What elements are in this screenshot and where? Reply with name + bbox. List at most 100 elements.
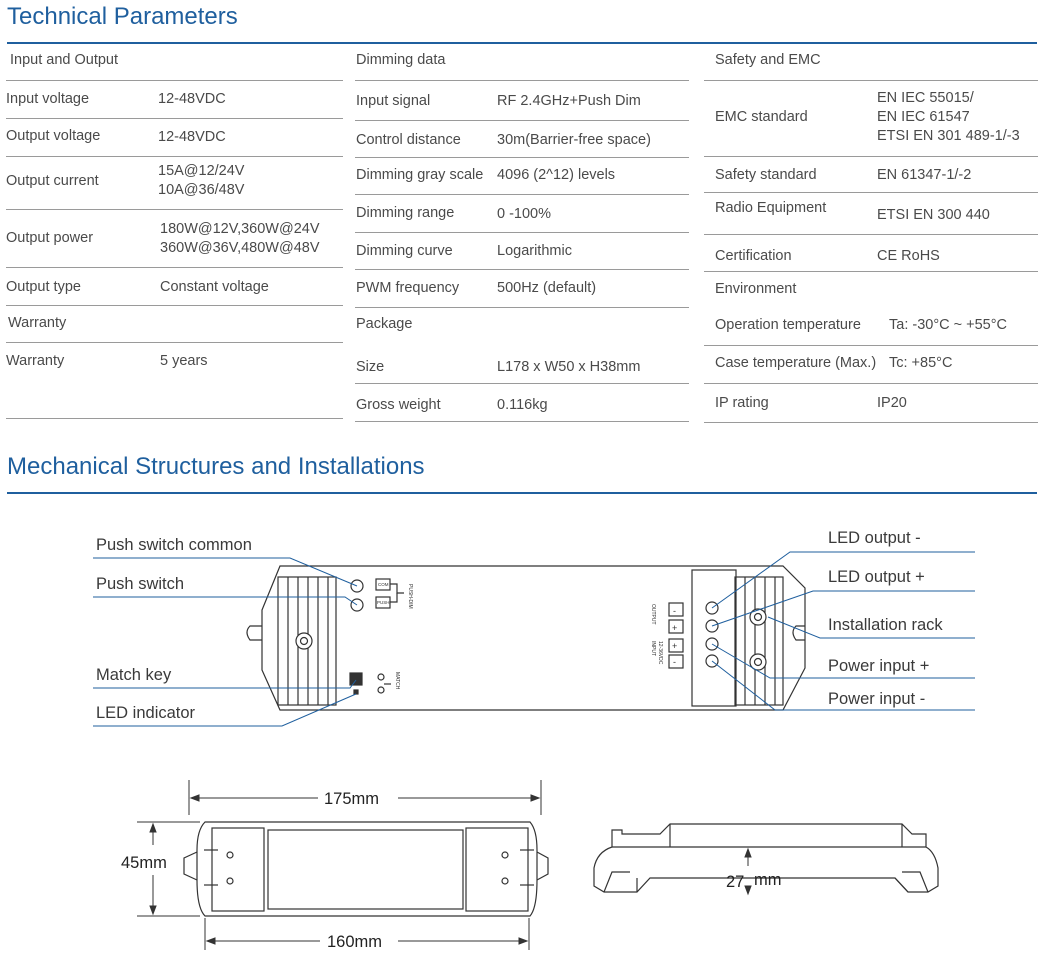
- push-switch-label: Push switch: [96, 575, 184, 593]
- param-value: 12-48VDC: [158, 91, 226, 107]
- param-label: Gross weight: [356, 397, 441, 413]
- param-row: Radio Equipment ETSI EN 300 440: [704, 193, 1038, 235]
- param-label: Output type: [6, 279, 81, 295]
- param-row: EMC standard EN IEC 55015/ EN IEC 61547 …: [704, 81, 1038, 157]
- param-value: 360W@36V,480W@48V: [160, 240, 320, 256]
- param-row: Output voltage 12-48VDC: [6, 119, 343, 157]
- led-output-neg-label: LED output -: [828, 529, 921, 547]
- param-value: EN IEC 55015/: [877, 90, 974, 106]
- heading-rule: [7, 492, 1037, 494]
- depth-dimension-number: 27: [726, 873, 744, 891]
- terminal-plus-silk: +: [672, 623, 677, 633]
- param-row: Output power 180W@12V,360W@24V 360W@36V,…: [6, 210, 343, 268]
- input-output-column: Input and Output Input voltage 12-48VDC …: [6, 44, 343, 419]
- param-label: Size: [356, 359, 385, 375]
- param-label: Control distance: [356, 132, 461, 148]
- input-output-title: Input and Output: [10, 52, 119, 68]
- param-row: Input voltage 12-48VDC: [6, 81, 343, 119]
- led-output-pos-label: LED output +: [828, 568, 925, 586]
- leader-lines: [93, 551, 975, 727]
- param-label: PWM frequency: [356, 280, 460, 296]
- input-range-silk: 12-36VDC: [657, 641, 663, 665]
- section-title-row: Dimming data: [355, 44, 689, 81]
- param-label: Safety standard: [715, 167, 817, 183]
- heading-rule: [7, 42, 1037, 44]
- push-switch-common-label: Push switch common: [96, 536, 252, 554]
- param-label: Output current: [6, 173, 99, 189]
- package-title: Package: [356, 316, 413, 332]
- param-label: Dimming curve: [356, 243, 453, 259]
- inner-dimension: 160mm: [327, 933, 382, 951]
- param-row: Safety standard EN 61347-1/-2: [704, 157, 1038, 193]
- section-title-row: Package: [355, 308, 689, 345]
- param-value: Tc: +85°C: [889, 355, 953, 371]
- input-silk: INPUT: [650, 641, 656, 656]
- push-dim-silk: PUSH-DIM: [407, 584, 413, 609]
- technical-parameters-heading: Technical Parameters: [7, 3, 238, 30]
- param-label: Operation temperature: [715, 317, 861, 333]
- param-value: 30m(Barrier-free space): [497, 132, 651, 148]
- param-value: 12-48VDC: [158, 129, 226, 145]
- section-title-row: Warranty: [6, 306, 343, 343]
- power-input-neg-label: Power input -: [828, 690, 925, 708]
- section-title-row: Input and Output: [6, 44, 343, 81]
- depth-dimension-lines: [744, 847, 752, 896]
- push-silk: PUSH: [377, 600, 390, 605]
- param-value: EN IEC 61547: [877, 109, 970, 125]
- param-label: Output power: [6, 230, 94, 246]
- safety-title: Safety and EMC: [715, 52, 821, 68]
- param-value: IP20: [877, 395, 907, 411]
- param-value: 4096 (2^12) levels: [497, 167, 616, 183]
- param-row: IP rating IP20: [704, 384, 1038, 423]
- param-value: 180W@12V,360W@24V: [160, 221, 320, 237]
- height-dimension: 45mm: [121, 854, 167, 872]
- param-value: RF 2.4GHz+Push Dim: [497, 93, 641, 109]
- param-label: Case temperature (Max.): [715, 355, 877, 371]
- mechanical-diagram: PUSH-DIM COM PUSH MATCH OUTPUT INPUT 12-…: [93, 529, 975, 951]
- param-value: Logarithmic: [497, 243, 572, 259]
- blank-row: [6, 383, 343, 419]
- param-row: Dimming range 0 -100%: [355, 195, 689, 233]
- safety-column: Safety and EMC EMC standard EN IEC 55015…: [704, 44, 1038, 423]
- param-label: Radio Equipment: [715, 200, 827, 216]
- param-value: Ta: -30°C ~ +55°C: [889, 317, 1007, 333]
- param-label: EMC standard: [715, 109, 808, 125]
- param-value: 500Hz (default): [497, 280, 597, 296]
- length-dimension: 175mm: [324, 790, 379, 808]
- com-silk: COM: [378, 582, 389, 587]
- param-row: Dimming gray scale 4096 (2^12) levels: [355, 158, 689, 195]
- param-row: PWM frequency 500Hz (default): [355, 270, 689, 308]
- param-row: Dimming curve Logarithmic: [355, 233, 689, 270]
- dimension-lines: [137, 780, 542, 950]
- param-label: Dimming gray scale: [356, 167, 484, 183]
- controller-side-view: [593, 823, 939, 893]
- param-value: 0 -100%: [497, 206, 552, 222]
- terminal-plus-silk: +: [672, 641, 677, 651]
- param-row: Size L178 x W50 x H38mm: [355, 345, 689, 384]
- match-silk: MATCH: [394, 672, 400, 690]
- param-label: Input voltage: [6, 91, 90, 107]
- section-title-row: Environment: [704, 272, 1038, 309]
- param-row: Warranty 5 years: [6, 343, 343, 383]
- dimming-column: Dimming data Input signal RF 2.4GHz+Push…: [355, 44, 689, 422]
- param-value: 15A@12/24V: [158, 163, 245, 179]
- warranty-title: Warranty: [8, 315, 67, 331]
- param-label: IP rating: [715, 395, 769, 411]
- match-key-label: Match key: [96, 666, 172, 684]
- param-value: ETSI EN 301 489-1/-3: [877, 128, 1020, 144]
- param-row: Output type Constant voltage: [6, 268, 343, 306]
- param-value: L178 x W50 x H38mm: [497, 359, 641, 375]
- param-label: Warranty: [6, 353, 65, 369]
- installation-rack-label: Installation rack: [828, 616, 943, 634]
- param-value: CE RoHS: [877, 248, 940, 264]
- dimming-title: Dimming data: [356, 52, 446, 68]
- output-silk: OUTPUT: [650, 604, 656, 625]
- param-value: Constant voltage: [160, 279, 269, 295]
- led-indicator-label: LED indicator: [96, 704, 196, 722]
- controller-dimension-view: [183, 821, 549, 917]
- terminal-minus-silk: -: [673, 657, 676, 667]
- environment-title: Environment: [715, 281, 797, 297]
- param-value: EN 61347-1/-2: [877, 167, 972, 183]
- terminal-minus-silk: -: [673, 606, 676, 616]
- param-row: Gross weight 0.116kg: [355, 384, 689, 422]
